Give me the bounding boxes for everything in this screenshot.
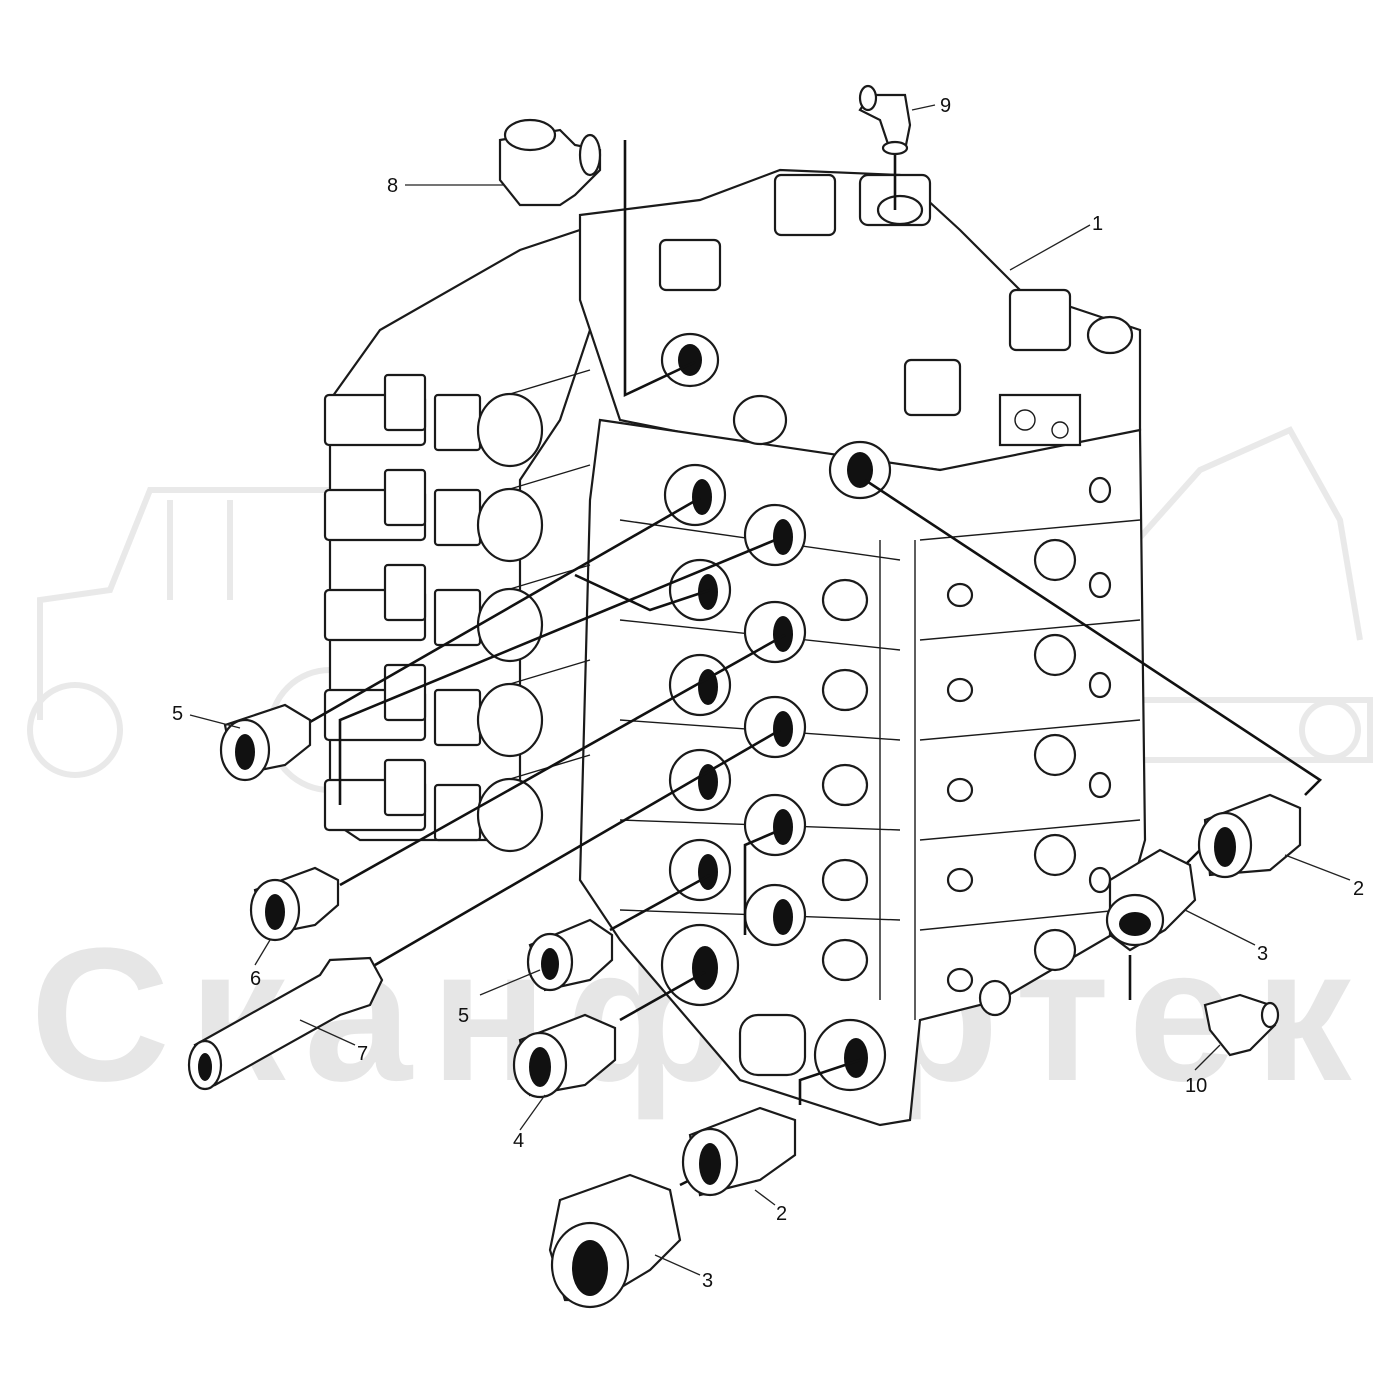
callout-3-bottom: 3 xyxy=(702,1270,713,1292)
fitting-6 xyxy=(249,866,340,942)
fitting-8 xyxy=(498,118,602,207)
side-plugs xyxy=(821,476,1112,993)
callout-9: 9 xyxy=(940,95,951,117)
callout-1: 1 xyxy=(1092,213,1103,235)
callout-leaders xyxy=(189,104,1351,1276)
callout-2-right: 2 xyxy=(1353,878,1364,900)
callout-6: 6 xyxy=(250,968,261,990)
fitting-5-left xyxy=(219,703,312,782)
callout-4: 4 xyxy=(513,1130,524,1152)
callout-7: 7 xyxy=(357,1043,368,1065)
callout-2-bottom: 2 xyxy=(776,1203,787,1225)
callout-8: 8 xyxy=(387,175,398,197)
fitting-9 xyxy=(858,84,912,156)
callout-5-left: 5 xyxy=(172,703,183,725)
fitting-3-bottom xyxy=(548,1173,682,1309)
fitting-2-right xyxy=(1197,793,1302,879)
callout-labels: 1 2 2 3 3 4 5 5 6 7 8 9 10 xyxy=(172,95,1364,1292)
fitting-5-center xyxy=(526,918,614,992)
callout-5-center: 5 xyxy=(458,1005,469,1027)
solenoid-stack xyxy=(323,369,591,853)
fitting-4 xyxy=(512,1013,617,1099)
fitting-10 xyxy=(1203,993,1280,1057)
callout-3-right: 3 xyxy=(1257,943,1268,965)
fitting-2-bottom xyxy=(681,1106,797,1197)
callout-10: 10 xyxy=(1185,1075,1207,1097)
fitting-7 xyxy=(187,956,384,1091)
work-ports xyxy=(663,463,807,947)
fitting-3-right xyxy=(1105,848,1197,952)
valve-block xyxy=(323,168,1147,1127)
